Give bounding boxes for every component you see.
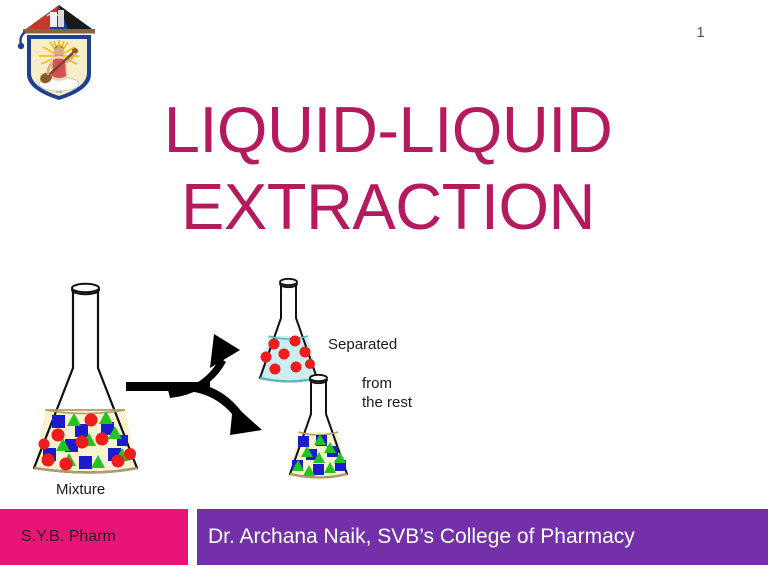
- footer-course-label: S.Y.B. Pharm: [21, 528, 116, 545]
- rest-label-line-2: the rest: [362, 394, 413, 411]
- separated-circles: [260, 335, 315, 375]
- footer-author-label: Dr. Archana Naik, SVB’s College of Pharm…: [208, 525, 635, 548]
- title-line-2: EXTRACTION: [181, 169, 595, 243]
- college-logo: SVB: [12, 2, 106, 102]
- svg-text:SVB: SVB: [56, 90, 62, 94]
- mixture-flask-icon: [32, 282, 139, 474]
- mixture-label: Mixture: [56, 481, 105, 498]
- extraction-illustration: Mixture: [18, 272, 438, 500]
- rest-triangles: [292, 434, 346, 476]
- slide-number: 1: [696, 24, 705, 41]
- split-arrow-icon: [126, 334, 262, 435]
- title-line-1: LIQUID-LIQUID: [163, 93, 613, 166]
- page-title: LIQUID-LIQUID EXTRACTION: [108, 92, 668, 245]
- mixture-circles: [38, 413, 136, 471]
- footer-author-bar: Dr. Archana Naik, SVB’s College of Pharm…: [197, 509, 768, 565]
- shield-crest: SVB: [27, 35, 91, 100]
- footer-course-bar: S.Y.B. Pharm: [0, 509, 188, 565]
- separated-label: Separated: [328, 336, 397, 353]
- mixture-squares: [43, 415, 128, 469]
- separated-flask-icon: [259, 277, 318, 383]
- rest-flask-icon: [289, 373, 348, 479]
- graduation-cap-icon: [17, 5, 95, 50]
- rest-label-line-1: from: [362, 375, 392, 392]
- saraswati-figure-icon: [38, 42, 80, 92]
